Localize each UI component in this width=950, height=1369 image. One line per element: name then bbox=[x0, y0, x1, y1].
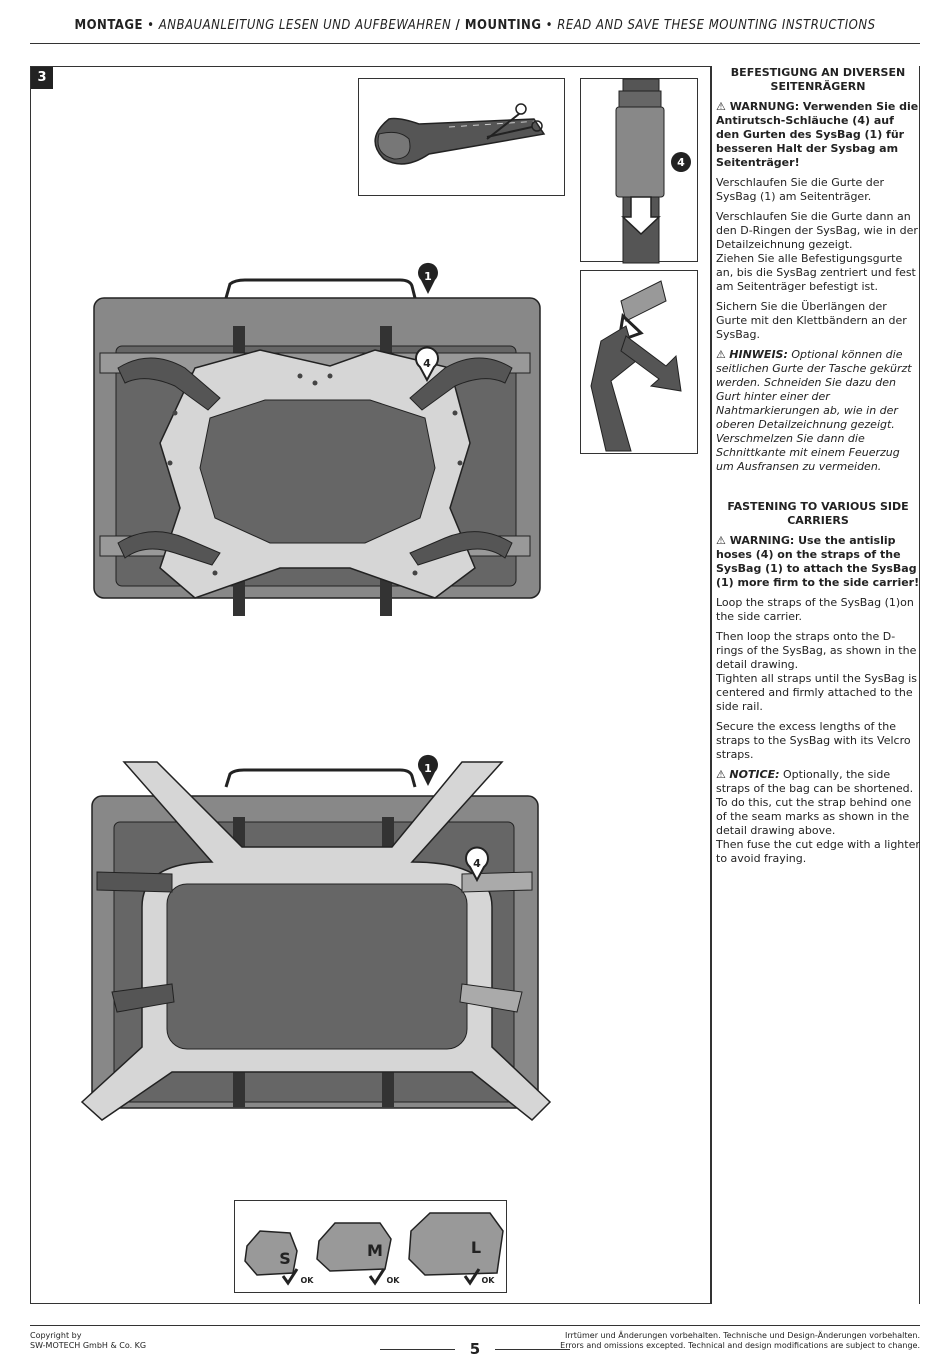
callout-4-hose-top: 4 bbox=[415, 346, 439, 383]
warning-icon: ⚠ bbox=[716, 100, 730, 113]
en-warning: ⚠ WARNING: Use the antislip hoses (4) on… bbox=[716, 534, 920, 590]
callout-1-text-2: 1 bbox=[424, 762, 432, 775]
d-ring-illustration bbox=[590, 280, 682, 452]
en-note-text-2: Then fuse the cut edge with a lighter to… bbox=[716, 838, 920, 865]
page-header: MONTAGE • ANBAUANLEITUNG LESEN UND AUFBE… bbox=[30, 18, 920, 44]
scissors-icon bbox=[486, 103, 543, 140]
antislip-hoses-2 bbox=[96, 871, 533, 1013]
instructions-column: BEFESTIGUNG AN DIVERSEN SEITENRÄGERN ⚠ W… bbox=[711, 66, 920, 1304]
column-rule bbox=[711, 66, 712, 1304]
callout-4-hose-bottom: 4 bbox=[465, 846, 489, 883]
callout-1-text: 1 bbox=[424, 270, 432, 283]
size-m-bag: M OK bbox=[316, 1222, 401, 1286]
sizes-illustration: S OK M OK L OK bbox=[244, 1212, 504, 1286]
illustration-frame bbox=[30, 66, 711, 1304]
de-note-text: Optional können die seitlichen Gurte der… bbox=[716, 348, 912, 431]
copyright-line-1: Copyright by bbox=[30, 1331, 82, 1340]
bag-rack-illustration-1 bbox=[93, 278, 541, 616]
de-paragraph-2: Verschlaufen Sie die Gurte dann an den D… bbox=[716, 210, 918, 251]
de-heading: BEFESTIGUNG AN DIVERSEN SEITENRÄGERN bbox=[730, 66, 906, 93]
copyright-line-2: SW-MOTECH GmbH & Co. KG bbox=[30, 1341, 147, 1350]
warning-icon: ⚠ bbox=[716, 534, 730, 547]
notice-icon: ⚠ bbox=[716, 348, 730, 361]
de-paragraph-1: Verschlaufen Sie die Gurte der SysBag (1… bbox=[716, 176, 885, 203]
size-l-label: L bbox=[471, 1238, 481, 1257]
header-montage-sub: • ANBAUANLEITUNG LESEN UND AUFBEWAHREN bbox=[142, 18, 456, 33]
de-note-text-2: Verschmelzen Sie dann die Schnittkante m… bbox=[716, 432, 900, 473]
en-paragraph-4: Secure the excess lengths of the straps … bbox=[716, 720, 911, 761]
strap-cut-illustration bbox=[374, 103, 546, 165]
header-mounting-sub: • READ AND SAVE THESE MOUNTING INSTRUCTI… bbox=[541, 18, 876, 33]
callout-4-top: 4 bbox=[671, 152, 691, 172]
side-carrier-1 bbox=[159, 349, 476, 599]
detail-d-ring bbox=[580, 270, 698, 454]
detail-strap-cut bbox=[358, 78, 565, 196]
en-warning-text: WARNING: Use the antislip hoses (4) on t… bbox=[716, 534, 920, 589]
de-warning: ⚠ WARNUNG: Verwenden Sie die Antirutsch-… bbox=[716, 100, 920, 170]
callout-1-bag-top: 1 bbox=[418, 262, 438, 294]
page-number: 5 bbox=[455, 1340, 495, 1358]
en-note-text: Optionally, the side straps of the bag c… bbox=[716, 768, 914, 837]
right-rule bbox=[919, 66, 920, 1304]
notice-icon: ⚠ bbox=[716, 768, 730, 781]
footer-rule bbox=[30, 1325, 920, 1326]
header-mounting: MOUNTING bbox=[464, 18, 542, 33]
detail-antislip-hose: 4 bbox=[580, 78, 698, 264]
de-paragraph-4: Sichern Sie die Überlängen der Gurte mit… bbox=[716, 300, 907, 341]
en-paragraph-1: Loop the straps of the SysBag (1)on the … bbox=[716, 596, 914, 623]
size-s-ok: OK bbox=[301, 1276, 315, 1285]
step-number: 3 bbox=[31, 67, 53, 89]
en-heading: FASTENING TO VARIOUS SIDE CARRIERS bbox=[727, 500, 909, 527]
callout-4-text-2: 4 bbox=[473, 857, 481, 870]
en-paragraph-3: Tighten all straps until the SysBag is c… bbox=[716, 672, 917, 713]
disclaimer-de: Irrtümer und Änderungen vorbehalten. Tec… bbox=[564, 1331, 920, 1340]
de-warning-text: WARNUNG: Verwenden Sie die Antirutsch-Sc… bbox=[716, 100, 919, 169]
disclaimer-en: Errors and omissions excepted. Technical… bbox=[560, 1341, 920, 1350]
antislip-hoses-1 bbox=[117, 357, 513, 566]
size-s-label: S bbox=[279, 1249, 291, 1268]
svg-text:4: 4 bbox=[677, 156, 685, 169]
sizes-box: S OK M OK L OK bbox=[234, 1200, 507, 1293]
header-slash: / bbox=[455, 18, 465, 33]
size-m-ok: OK bbox=[387, 1276, 401, 1285]
bag-rack-illustration-2 bbox=[80, 761, 552, 1122]
de-note: ⚠ HINWEIS: Optional können die seitliche… bbox=[716, 348, 920, 474]
size-l-ok: OK bbox=[482, 1276, 496, 1285]
en-paragraph-2: Then loop the straps onto the D-rings of… bbox=[716, 630, 917, 671]
size-l-bag: L OK bbox=[408, 1212, 504, 1286]
callout-4-text: 4 bbox=[423, 357, 431, 370]
footer-disclaimer: Irrtümer und Änderungen vorbehalten. Tec… bbox=[560, 1331, 920, 1351]
side-carrier-2 bbox=[80, 761, 552, 1122]
en-note-label: NOTICE: bbox=[729, 768, 780, 781]
size-s-bag: S OK bbox=[244, 1230, 315, 1286]
en-note: ⚠ NOTICE: Optionally, the side straps of… bbox=[716, 768, 920, 866]
size-m-label: M bbox=[367, 1241, 383, 1260]
de-paragraph-3: Ziehen Sie alle Befestigungsgurte an, bi… bbox=[716, 252, 916, 293]
header-montage: MONTAGE bbox=[74, 18, 143, 33]
footer-copyright: Copyright by SW-MOTECH GmbH & Co. KG bbox=[30, 1331, 146, 1351]
de-note-label: HINWEIS: bbox=[729, 348, 788, 361]
callout-1-bag-bottom: 1 bbox=[418, 754, 438, 786]
hose-illustration bbox=[615, 78, 665, 264]
